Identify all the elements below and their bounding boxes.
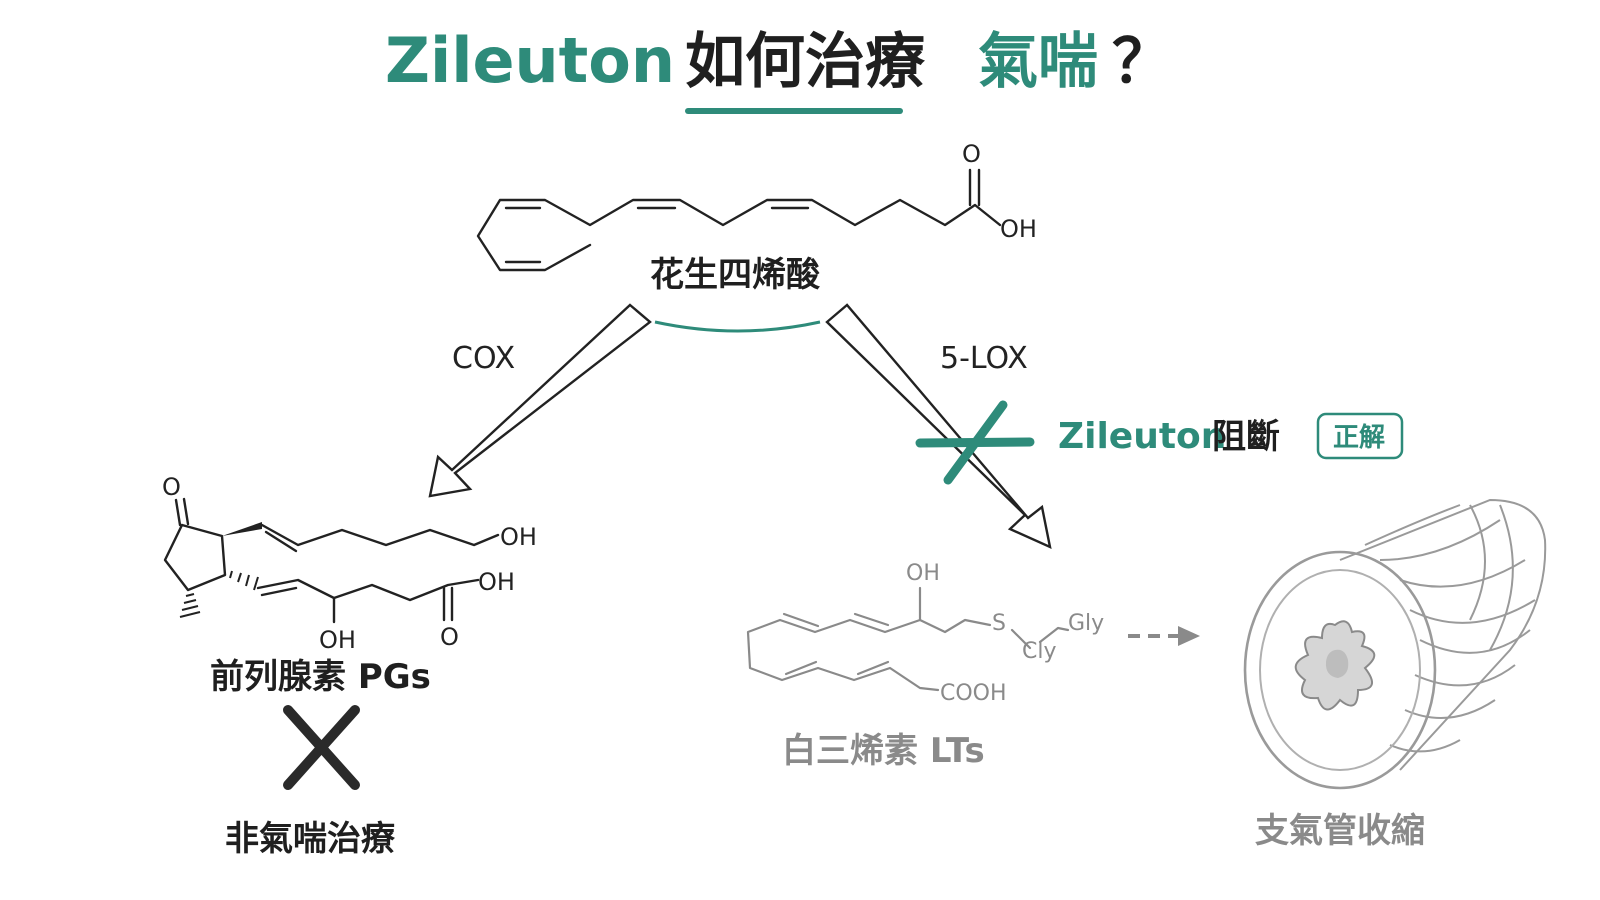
- bronchoconstriction-label: 支氣管收縮: [1255, 811, 1425, 851]
- title-underline: [685, 108, 903, 114]
- aa-carbonyl-o: O: [962, 140, 981, 168]
- pg-terminal-oh: OH: [500, 523, 537, 551]
- title-asthma: 氣喘: [978, 27, 1098, 97]
- lt-gly: Gly: [1068, 611, 1104, 636]
- block-drug-label: Zileuton: [1058, 416, 1226, 457]
- title-mark: ？: [1112, 27, 1172, 97]
- block-cross-icon: [915, 400, 1035, 485]
- prostaglandin-label: 前列腺素 PGs: [210, 657, 431, 697]
- bronchus-illustration: [1243, 498, 1547, 790]
- arachidonic-acid-structure: [476, 168, 1002, 272]
- split-arc: [654, 320, 821, 333]
- pg-carbonyl-o: O: [440, 623, 459, 651]
- lox-label: 5-LOX: [940, 341, 1028, 376]
- not-treatment-x-icon: [283, 705, 360, 790]
- lox-arrow: [825, 303, 1052, 550]
- title-question: 如何治療: [685, 27, 925, 97]
- answer-badge-text: 正解: [1333, 423, 1385, 453]
- not-asthma-treatment-label: 非氣喘治療: [225, 819, 396, 859]
- lt-cly: Cly: [1022, 639, 1057, 664]
- pg-acid-oh: OH: [478, 568, 515, 596]
- prostaglandin-structure: [163, 497, 500, 624]
- cox-label: COX: [452, 341, 515, 376]
- pg-hydroxyl-oh: OH: [319, 626, 356, 654]
- lt-hydroxyl-oh: OH: [906, 561, 940, 586]
- block-text: 阻斷: [1212, 417, 1280, 457]
- leukotriene-label: 白三烯素 LTs: [782, 731, 985, 771]
- leukotriene-structure: [746, 586, 1070, 692]
- arachidonic-label: 花生四烯酸: [650, 255, 821, 295]
- dashed-arrow-icon: [1128, 626, 1200, 646]
- lt-sulfur: S: [992, 611, 1006, 636]
- answer-badge: [1316, 412, 1404, 460]
- aa-hydroxyl-oh: OH: [1000, 215, 1037, 243]
- title-drug: Zileuton: [385, 24, 675, 97]
- pg-ketone-o: O: [162, 473, 181, 501]
- cox-arrow: [428, 303, 652, 498]
- lt-cooh: COOH: [940, 681, 1007, 706]
